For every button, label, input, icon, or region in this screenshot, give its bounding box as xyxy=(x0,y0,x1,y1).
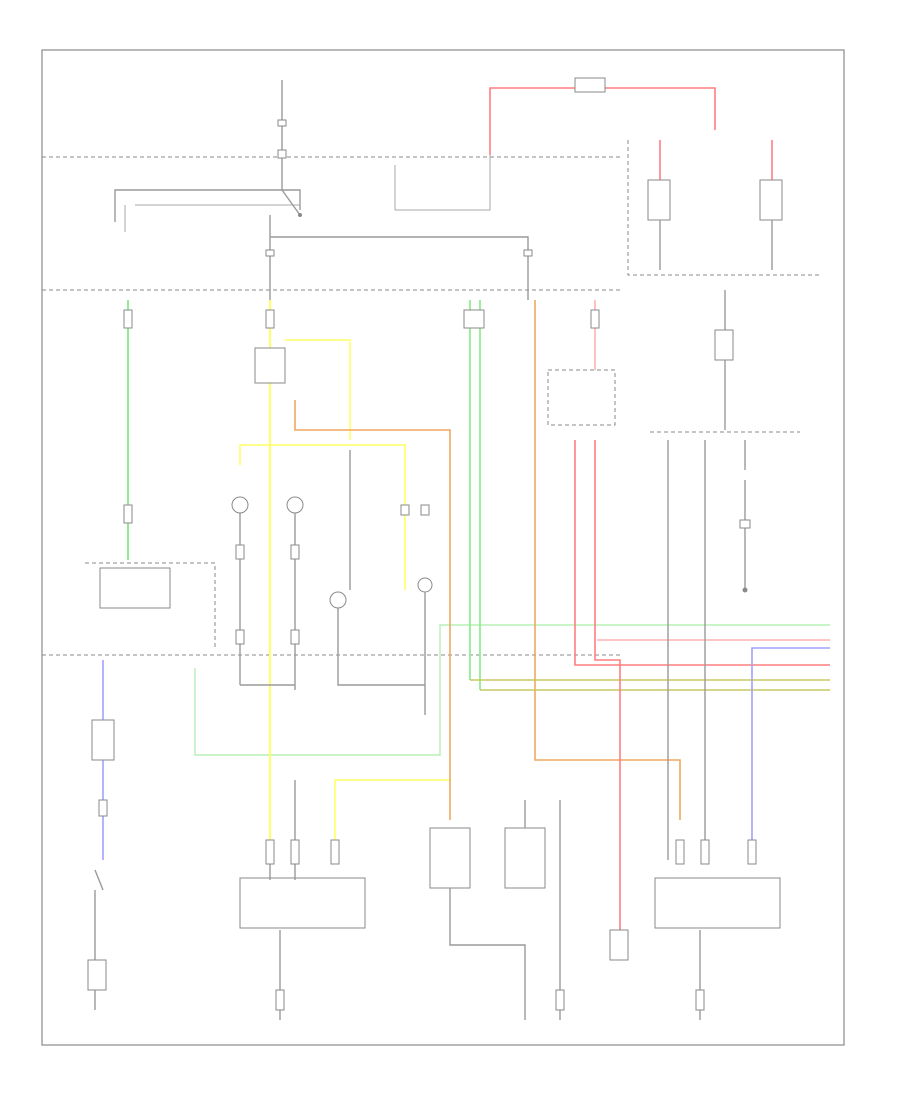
left-rear-lamp-assembly xyxy=(239,780,366,1020)
red-wires-right xyxy=(547,300,830,945)
red-power-feed-top xyxy=(489,77,716,155)
hot-feed-top xyxy=(277,80,287,190)
lamp-sockets-center xyxy=(231,496,304,690)
fuse-box-bus xyxy=(265,155,533,300)
hazard-switch-block xyxy=(650,431,800,593)
relay-switch-left xyxy=(114,189,302,232)
diagram-border xyxy=(41,49,845,1046)
green-signal-wire xyxy=(194,624,830,756)
center-rear-lamp-assembly xyxy=(429,800,629,1020)
yellow-wire-center xyxy=(239,300,450,860)
orange-wire-center xyxy=(294,300,681,820)
switch-cluster-center xyxy=(329,450,433,715)
stop-lamp-switches xyxy=(627,140,820,430)
right-rear-lamp-assembly xyxy=(654,839,781,1020)
flasher-module xyxy=(42,562,620,656)
blue-wire-left xyxy=(87,660,115,1010)
green-wire-right xyxy=(463,300,830,691)
right-gray-verticals xyxy=(667,470,706,860)
green-wire-left xyxy=(123,300,133,560)
